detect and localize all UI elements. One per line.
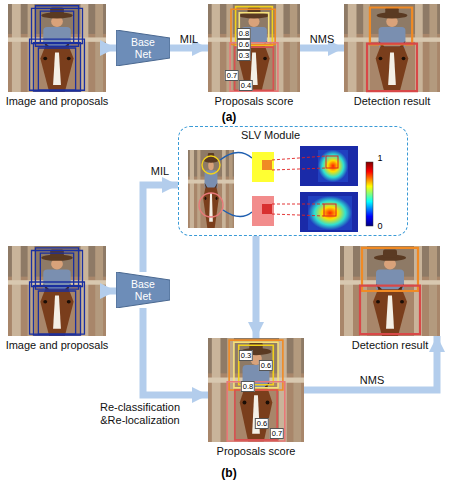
flow-arrow xyxy=(143,185,178,272)
colorbar-tick: 1 xyxy=(377,153,382,163)
flow-arrow xyxy=(143,308,208,395)
dashed-link xyxy=(272,156,326,160)
dashed-link xyxy=(272,214,324,216)
score-value: 0.7 xyxy=(270,428,284,439)
slv-module-box: SLV Module xyxy=(178,126,408,236)
slv-thumbnail xyxy=(188,150,234,228)
colorbar-tick: 0 xyxy=(377,221,382,231)
score-value: 0.4 xyxy=(239,80,253,91)
dashed-link xyxy=(272,168,326,170)
base-net-trapezoid: Base Net xyxy=(116,272,170,308)
scored-box xyxy=(229,340,283,390)
detection-box xyxy=(367,44,417,92)
proposal-box xyxy=(32,8,83,43)
image-panel: Proposals score xyxy=(208,4,300,92)
flow-curve xyxy=(223,210,252,217)
edge-label: MIL xyxy=(151,165,169,178)
heatmap-blob xyxy=(318,150,348,182)
heatmap-patch xyxy=(324,204,336,216)
flow-arrow xyxy=(304,336,437,390)
proposal-box xyxy=(40,253,73,285)
scored-boxes xyxy=(227,340,285,441)
heatmap-patch xyxy=(326,156,338,168)
colorbar xyxy=(366,162,373,226)
trapezoid-shape xyxy=(116,272,170,308)
panel-caption: Proposals score xyxy=(215,95,294,107)
edge-label: Re-classification &Re-localization xyxy=(94,401,186,427)
proposal-box xyxy=(38,48,75,90)
proposal-box xyxy=(38,291,75,334)
proposal-boxes xyxy=(30,248,85,335)
edge-label: NMS xyxy=(310,33,334,46)
scored-box xyxy=(230,43,278,91)
flow-curve xyxy=(220,152,252,160)
scored-box xyxy=(227,382,285,441)
score-value: 0.6 xyxy=(237,39,251,50)
feature-patch xyxy=(262,160,272,170)
input-photo xyxy=(8,246,106,336)
detection-box xyxy=(370,8,412,45)
detection-boxes xyxy=(360,248,420,334)
network-name: Base Net xyxy=(128,278,158,302)
score-value: 0.3 xyxy=(237,50,251,61)
input-photo xyxy=(8,4,106,92)
scored-box xyxy=(239,345,274,385)
proposal-box xyxy=(33,43,80,91)
score-value: 0.8 xyxy=(237,28,251,39)
module-title: SLV Module xyxy=(241,129,300,141)
score-photo xyxy=(208,4,300,92)
image-panel: Image and proposals xyxy=(8,246,106,336)
edge-label: NMS xyxy=(360,374,384,387)
result-photo xyxy=(340,246,440,336)
panel-caption: Detection result xyxy=(354,95,430,107)
heatmap-blob xyxy=(308,196,352,230)
score-value: 0.8 xyxy=(241,381,255,392)
score-photo xyxy=(208,338,304,442)
score-value: 0.3 xyxy=(239,350,253,361)
flow-arrow xyxy=(300,45,344,52)
score-value: 0.6 xyxy=(255,418,269,429)
detection-box xyxy=(360,286,420,335)
feature-map xyxy=(252,152,274,182)
proposal-box xyxy=(33,286,80,336)
heatmap xyxy=(300,192,358,232)
network-name: Base Net xyxy=(128,36,158,60)
proposal-box xyxy=(30,39,85,90)
image-panel: Image and proposals xyxy=(8,4,106,92)
panel-tag: (b) xyxy=(221,466,236,480)
region-marker xyxy=(199,193,223,217)
proposal-boxes xyxy=(30,6,85,91)
flow-arrow xyxy=(170,45,208,52)
edge-label: MIL xyxy=(180,33,198,46)
panel-caption: Image and proposals xyxy=(6,339,109,351)
heatmap xyxy=(300,146,358,186)
region-marker xyxy=(202,156,220,174)
panel-caption: Proposals score xyxy=(217,445,296,457)
proposal-box xyxy=(35,248,78,289)
feature-map xyxy=(252,196,274,226)
flow-arrow xyxy=(106,45,116,52)
trapezoid-shape xyxy=(116,30,170,66)
panel-tag: (a) xyxy=(222,110,237,124)
proposal-box xyxy=(32,251,83,287)
image-panel: Detection result xyxy=(340,246,440,336)
flow-arrow xyxy=(106,288,116,295)
proposal-box xyxy=(40,11,73,43)
scored-box xyxy=(235,47,274,90)
feature-patch xyxy=(262,204,272,214)
dashed-link xyxy=(272,204,324,205)
panel-caption: Detection result xyxy=(352,339,428,351)
result-photo xyxy=(344,4,440,92)
proposal-box xyxy=(30,282,85,334)
score-value: 0.6 xyxy=(259,360,273,371)
image-panel: Detection result xyxy=(344,4,440,92)
proposal-box xyxy=(35,6,78,46)
score-value: 0.7 xyxy=(225,70,239,81)
panel-caption: Image and proposals xyxy=(6,95,109,107)
detection-boxes xyxy=(367,8,417,92)
base-net-trapezoid: Base Net xyxy=(116,30,170,66)
flow-arrow xyxy=(253,236,260,338)
